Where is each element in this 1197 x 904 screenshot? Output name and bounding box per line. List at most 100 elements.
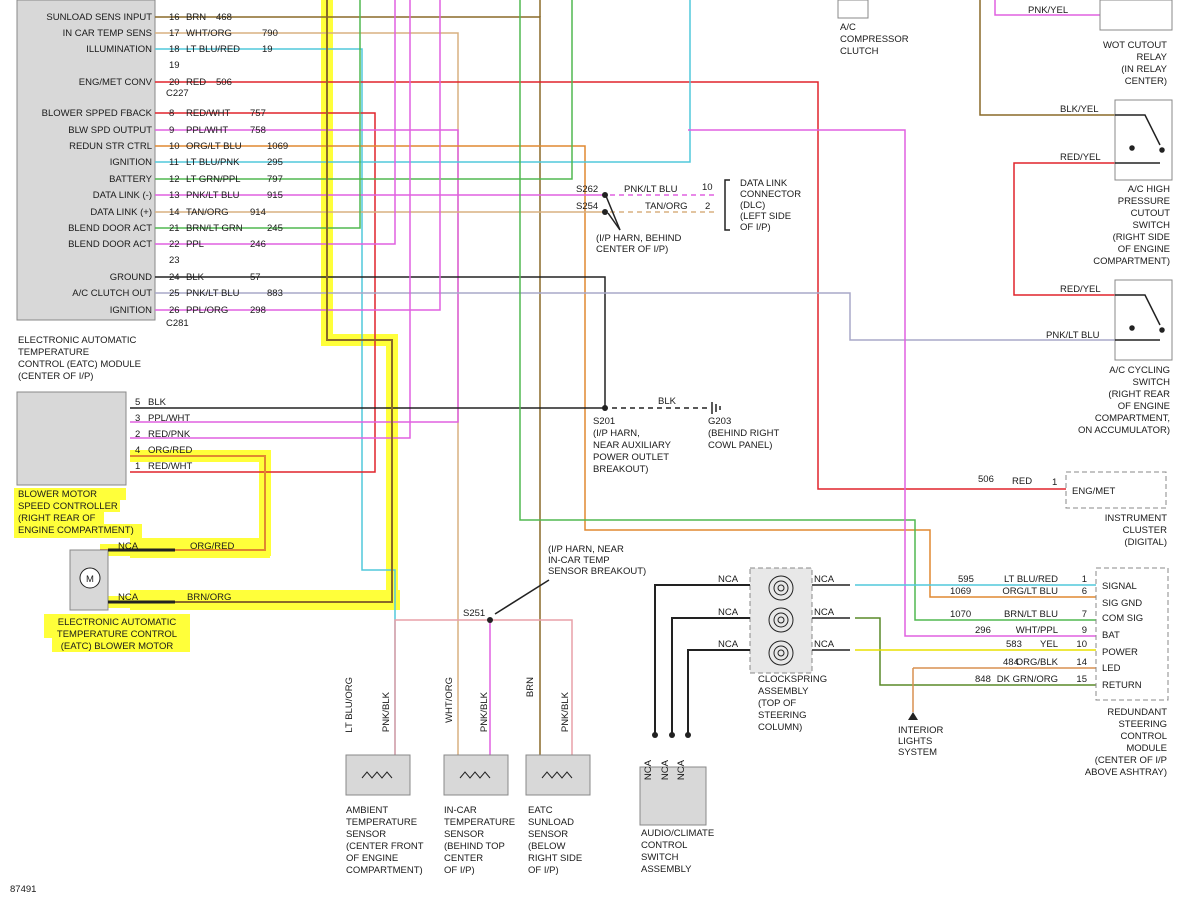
motor-symbol [79, 567, 101, 589]
eatc-pin-name: IGNITION [110, 157, 152, 168]
steering-circuit: 595 [958, 574, 974, 585]
steering-module-caption: CONTROL [1121, 731, 1167, 742]
dlc-wiring [605, 179, 730, 231]
sensor-wire-color: PNK/BLK [381, 691, 392, 732]
eatc-pin-name: ENG/MET CONV [79, 77, 153, 88]
steering-wire-color: YEL [1040, 639, 1058, 650]
ac-high-wire-color: BLK/YEL [1060, 104, 1099, 115]
eatc-pin-name: BATTERY [109, 174, 153, 185]
eatc-pin-number: 14 [169, 207, 180, 218]
clockspring-nca-label: NCA [814, 639, 835, 650]
eatc-circuit: 57 [250, 272, 261, 283]
eatc-circuit: 246 [250, 239, 266, 250]
eatc-pin-name: GROUND [110, 272, 152, 283]
sensor-wire-color: BRN [525, 677, 536, 697]
s201-splice [602, 405, 608, 411]
cluster-caption: CLUSTER [1123, 525, 1167, 536]
controller-pin-number: 3 [135, 413, 140, 424]
audio-nca-label: NCA [660, 759, 671, 780]
steering-pin: 14 [1076, 657, 1087, 668]
ac-cycling-wire-color: RED/YEL [1060, 284, 1101, 295]
steering-module-caption: MODULE [1126, 743, 1167, 754]
ac-cycling-caption: A/C CYCLING [1109, 365, 1170, 376]
ac-high-caption: A/C HIGH [1128, 184, 1170, 195]
dlc-caption: CONNECTOR [740, 189, 801, 200]
eatc-pin-number: 11 [169, 157, 179, 168]
compressor-caption: A/C [840, 22, 856, 33]
in-car-sensor-box [443, 754, 509, 796]
eatc-circuit: 298 [250, 305, 266, 316]
brn-org-wire [100, 0, 393, 603]
steering-wire-color: BRN/LT BLU [1004, 609, 1058, 620]
blower-controller-caption: (RIGHT REAR OF [18, 513, 96, 524]
eatc-pin-name: BLEND DOOR ACT [68, 239, 152, 250]
steering-circuit: 848 [975, 674, 991, 685]
cluster-pin: 1 [1052, 477, 1057, 488]
clockspring-caption: ASSEMBLY [758, 686, 809, 697]
clockspring-caption: STEERING [758, 710, 807, 721]
eatc-wire-color: PPL/ORG [186, 305, 228, 316]
eatc-pin-number: 22 [169, 239, 180, 250]
eatc-circuit: 883 [267, 288, 283, 299]
cluster-caption: (DIGITAL) [1124, 537, 1167, 548]
sensor-caption: OF I/P) [444, 865, 475, 876]
ac-cycling-caption: SWITCH [1133, 377, 1171, 388]
s201-label: S201 [593, 416, 615, 427]
sensor-caption: TEMPERATURE [346, 817, 417, 828]
eatc-wire-color: LT GRN/PPL [186, 174, 241, 185]
interior-lights-caption: SYSTEM [898, 747, 937, 758]
eatc-circuit: 1069 [267, 141, 288, 152]
sensor-caption: COMPARTMENT) [346, 865, 423, 876]
wot-relay-box [1099, 0, 1173, 31]
steering-pin: 15 [1076, 674, 1087, 685]
controller-wire-color: RED/WHT [148, 461, 193, 472]
sensor-caption: SENSOR [346, 829, 386, 840]
eatc-pin-name: IGNITION [110, 305, 152, 316]
eatc-circuit: 797 [267, 174, 283, 185]
eatc-pin-name: BLW SPD OUTPUT [68, 125, 152, 136]
s251-caption: (I/P HARN, NEAR [548, 544, 624, 555]
eatc-wire-color: PPL/WHT [186, 125, 228, 136]
steering-wire-color: LT BLU/RED [1004, 574, 1058, 585]
sensor-caption: (CENTER FRONT [346, 841, 424, 852]
motor-m-label: M [86, 574, 94, 585]
sensor-caption: TEMPERATURE [444, 817, 515, 828]
ac-high-caption: PRESSURE [1118, 196, 1170, 207]
s254-splice [602, 209, 608, 215]
dlc-wire-color: TAN/ORG [645, 201, 688, 212]
ac-cycling-caption: ON ACCUMULATOR) [1078, 425, 1170, 436]
eatc-pin-number: 9 [169, 125, 174, 136]
steering-pin-name: POWER [1102, 647, 1138, 658]
controller-wire-color: PPL/WHT [148, 413, 190, 424]
eatc-pin-number: 12 [169, 174, 180, 185]
eatc-circuit: 245 [267, 223, 283, 234]
sensor-wire-color: PNK/BLK [560, 691, 571, 732]
eatc-module-box [16, 0, 156, 321]
eatc-wire-color: LT BLU/PNK [186, 157, 240, 168]
eatc-wire-color: LT BLU/RED [186, 44, 240, 55]
controller-pin-number: 4 [135, 445, 140, 456]
eatc-circuit: 506 [216, 77, 232, 88]
eatc-circuit: 915 [267, 190, 283, 201]
eatc-circuit: 295 [267, 157, 283, 168]
dlc-caption: OF I/P) [740, 222, 771, 233]
clockspring-nca-label: NCA [718, 574, 739, 585]
steering-circuit: 484 [1003, 657, 1019, 668]
g203-caption: (BEHIND RIGHT [708, 428, 779, 439]
interior-lights-caption: LIGHTS [898, 736, 932, 747]
compressor-box [837, 0, 869, 19]
wot-relay-caption: WOT CUTOUT [1103, 40, 1167, 51]
clockspring-nca-label: NCA [814, 607, 835, 618]
org-red-wire [100, 455, 266, 551]
s201-caption: BREAKOUT) [593, 464, 648, 475]
eatc-pin-name: DATA LINK (+) [90, 207, 152, 218]
blower-controller-box [16, 391, 127, 486]
clockspring-caption: COLUMN) [758, 722, 802, 733]
eatc-pin-name: ILLUMINATION [86, 44, 152, 55]
switch-symbols [1115, 114, 1165, 341]
sensor-symbols [361, 771, 573, 779]
eatc-pin-number: 26 [169, 305, 180, 316]
motor-wire-color: BRN/ORG [187, 592, 231, 603]
